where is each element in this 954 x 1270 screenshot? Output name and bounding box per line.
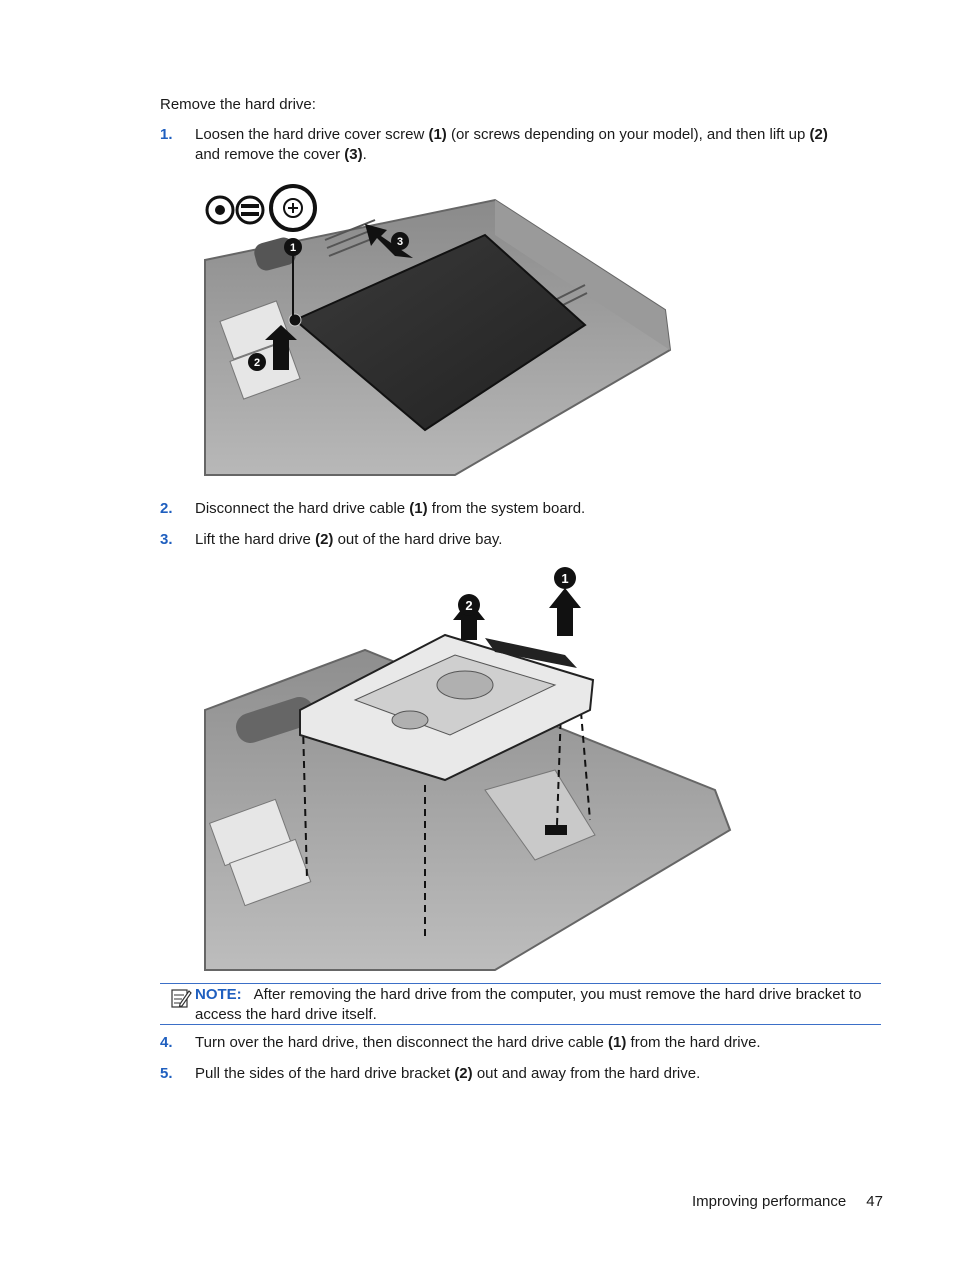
note-label: NOTE: <box>195 986 242 1003</box>
intro-text: Remove the hard drive: <box>160 96 316 113</box>
step-1: 1. Loosen the hard drive cover screw (1)… <box>160 125 890 165</box>
step-2: 2. Disconnect the hard drive cable (1) f… <box>160 499 890 519</box>
lift-arrow-icon <box>265 325 297 370</box>
figure-lift-drive: 2 1 <box>204 567 732 971</box>
callout-2: 2 <box>248 353 266 371</box>
step-text: Turn over the hard drive, then disconnec… <box>195 1034 761 1051</box>
page-footer: Improving performance 47 <box>692 1192 883 1212</box>
callout-1: 1 <box>284 238 302 256</box>
screw-tool-icons <box>205 184 317 232</box>
note-pencil-icon <box>171 989 192 1008</box>
step-number: 1. <box>160 126 173 143</box>
callout-2: 2 <box>458 594 480 616</box>
step-4: 4. Turn over the hard drive, then discon… <box>160 1033 890 1053</box>
step-text: Lift the hard drive (2) out of the hard … <box>195 531 503 548</box>
svg-text:2: 2 <box>465 598 472 613</box>
callout-1: 1 <box>554 567 576 589</box>
svg-text:2: 2 <box>254 357 260 369</box>
note-text: NOTE:After removing the hard drive from … <box>195 986 862 1023</box>
step-number: 2. <box>160 500 173 517</box>
note-box: NOTE:After removing the hard drive from … <box>160 983 881 1025</box>
svg-text:1: 1 <box>561 571 568 586</box>
step-number: 3. <box>160 531 173 548</box>
step-number: 4. <box>160 1034 173 1051</box>
callout-3: 3 <box>391 232 409 250</box>
step-number: 5. <box>160 1065 173 1082</box>
step-5: 5. Pull the sides of the hard drive brac… <box>160 1064 890 1084</box>
slide-arrow-icon <box>365 224 413 258</box>
step-text: Disconnect the hard drive cable (1) from… <box>195 500 586 517</box>
lift-cable-arrow-icon <box>549 588 581 636</box>
step-text: Loosen the hard drive cover screw (1) (o… <box>195 126 828 163</box>
page-number: 47 <box>866 1193 883 1210</box>
footer-section-title: Improving performance <box>692 1193 847 1210</box>
figure-remove-cover: 1 2 3 <box>204 184 672 476</box>
step-3: 3. Lift the hard drive (2) out of the ha… <box>160 530 890 550</box>
svg-text:1: 1 <box>290 242 296 254</box>
svg-text:3: 3 <box>397 236 403 248</box>
step-text: Pull the sides of the hard drive bracket… <box>195 1065 701 1082</box>
